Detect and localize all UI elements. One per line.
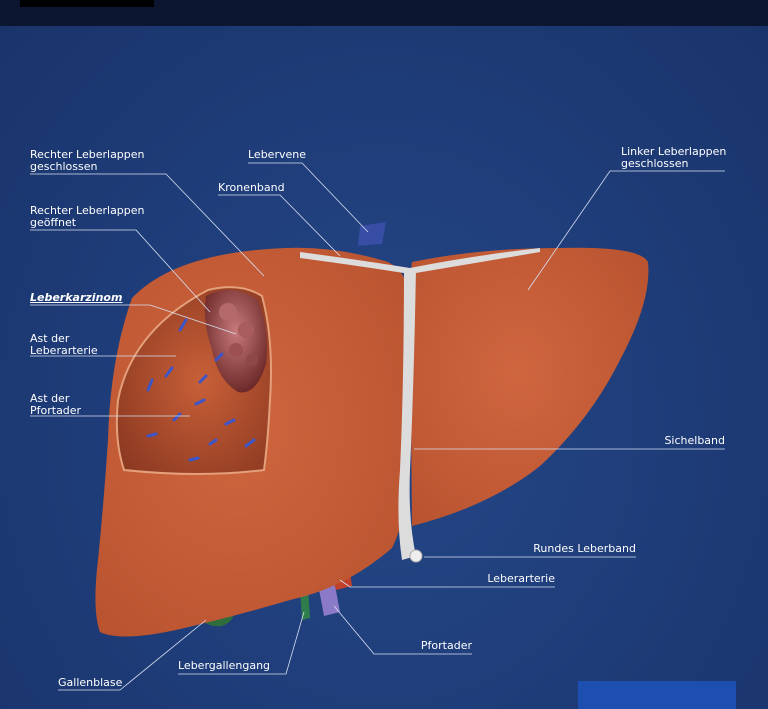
- label-leberkarzinom: Leberkarzinom: [30, 291, 123, 304]
- left-lobe: [410, 247, 649, 526]
- label-kronenband: Kronenband: [218, 181, 285, 194]
- falciform-ligament: [398, 268, 416, 560]
- label-linker-leberlappen-geschlossen: Linker Leberlappen geschlossen: [621, 146, 726, 170]
- label-leberarterie: Leberarterie: [487, 572, 555, 585]
- label-rechter-leberlappen-geoeffnet: Rechter Leberlappen geöffnet: [30, 205, 145, 229]
- corner-blue-block: [578, 681, 736, 709]
- cavity-vessels: [146, 318, 256, 462]
- label-line: geschlossen: [30, 160, 98, 173]
- coronary-ligament: [300, 248, 540, 274]
- label-gallenblase: Gallenblase: [58, 676, 123, 689]
- label-line: Leberarterie: [30, 344, 98, 357]
- label-lebervene: Lebervene: [248, 148, 306, 161]
- label-line: geöffnet: [30, 216, 77, 229]
- round-ligament-end: [409, 549, 423, 563]
- label-line: Pfortader: [30, 404, 82, 417]
- label-lebergallengang: Lebergallengang: [178, 659, 271, 672]
- label-line: Ast der: [30, 392, 70, 405]
- label-sichelband: Sichelband: [664, 434, 725, 447]
- label-rechter-leberlappen-geschlossen: Rechter Leberlappen geschlossen: [30, 149, 145, 173]
- leader-lines: [30, 162, 725, 691]
- hepatic-vein: [358, 222, 386, 246]
- label-line: Rechter Leberlappen: [30, 204, 145, 217]
- label-ast-der-pfortader: Ast der Pfortader: [30, 393, 81, 417]
- label-pfortader: Pfortader: [420, 639, 472, 652]
- label-line: geschlossen: [621, 157, 689, 170]
- label-line: Linker Leberlappen: [621, 145, 727, 158]
- label-ast-der-leberarterie: Ast der Leberarterie: [30, 333, 98, 357]
- label-line: Ast der: [30, 332, 70, 345]
- label-line: Rechter Leberlappen: [30, 148, 145, 161]
- top-bar-black-block: [20, 0, 154, 7]
- label-rundes-leberband: Rundes Leberband: [533, 542, 636, 555]
